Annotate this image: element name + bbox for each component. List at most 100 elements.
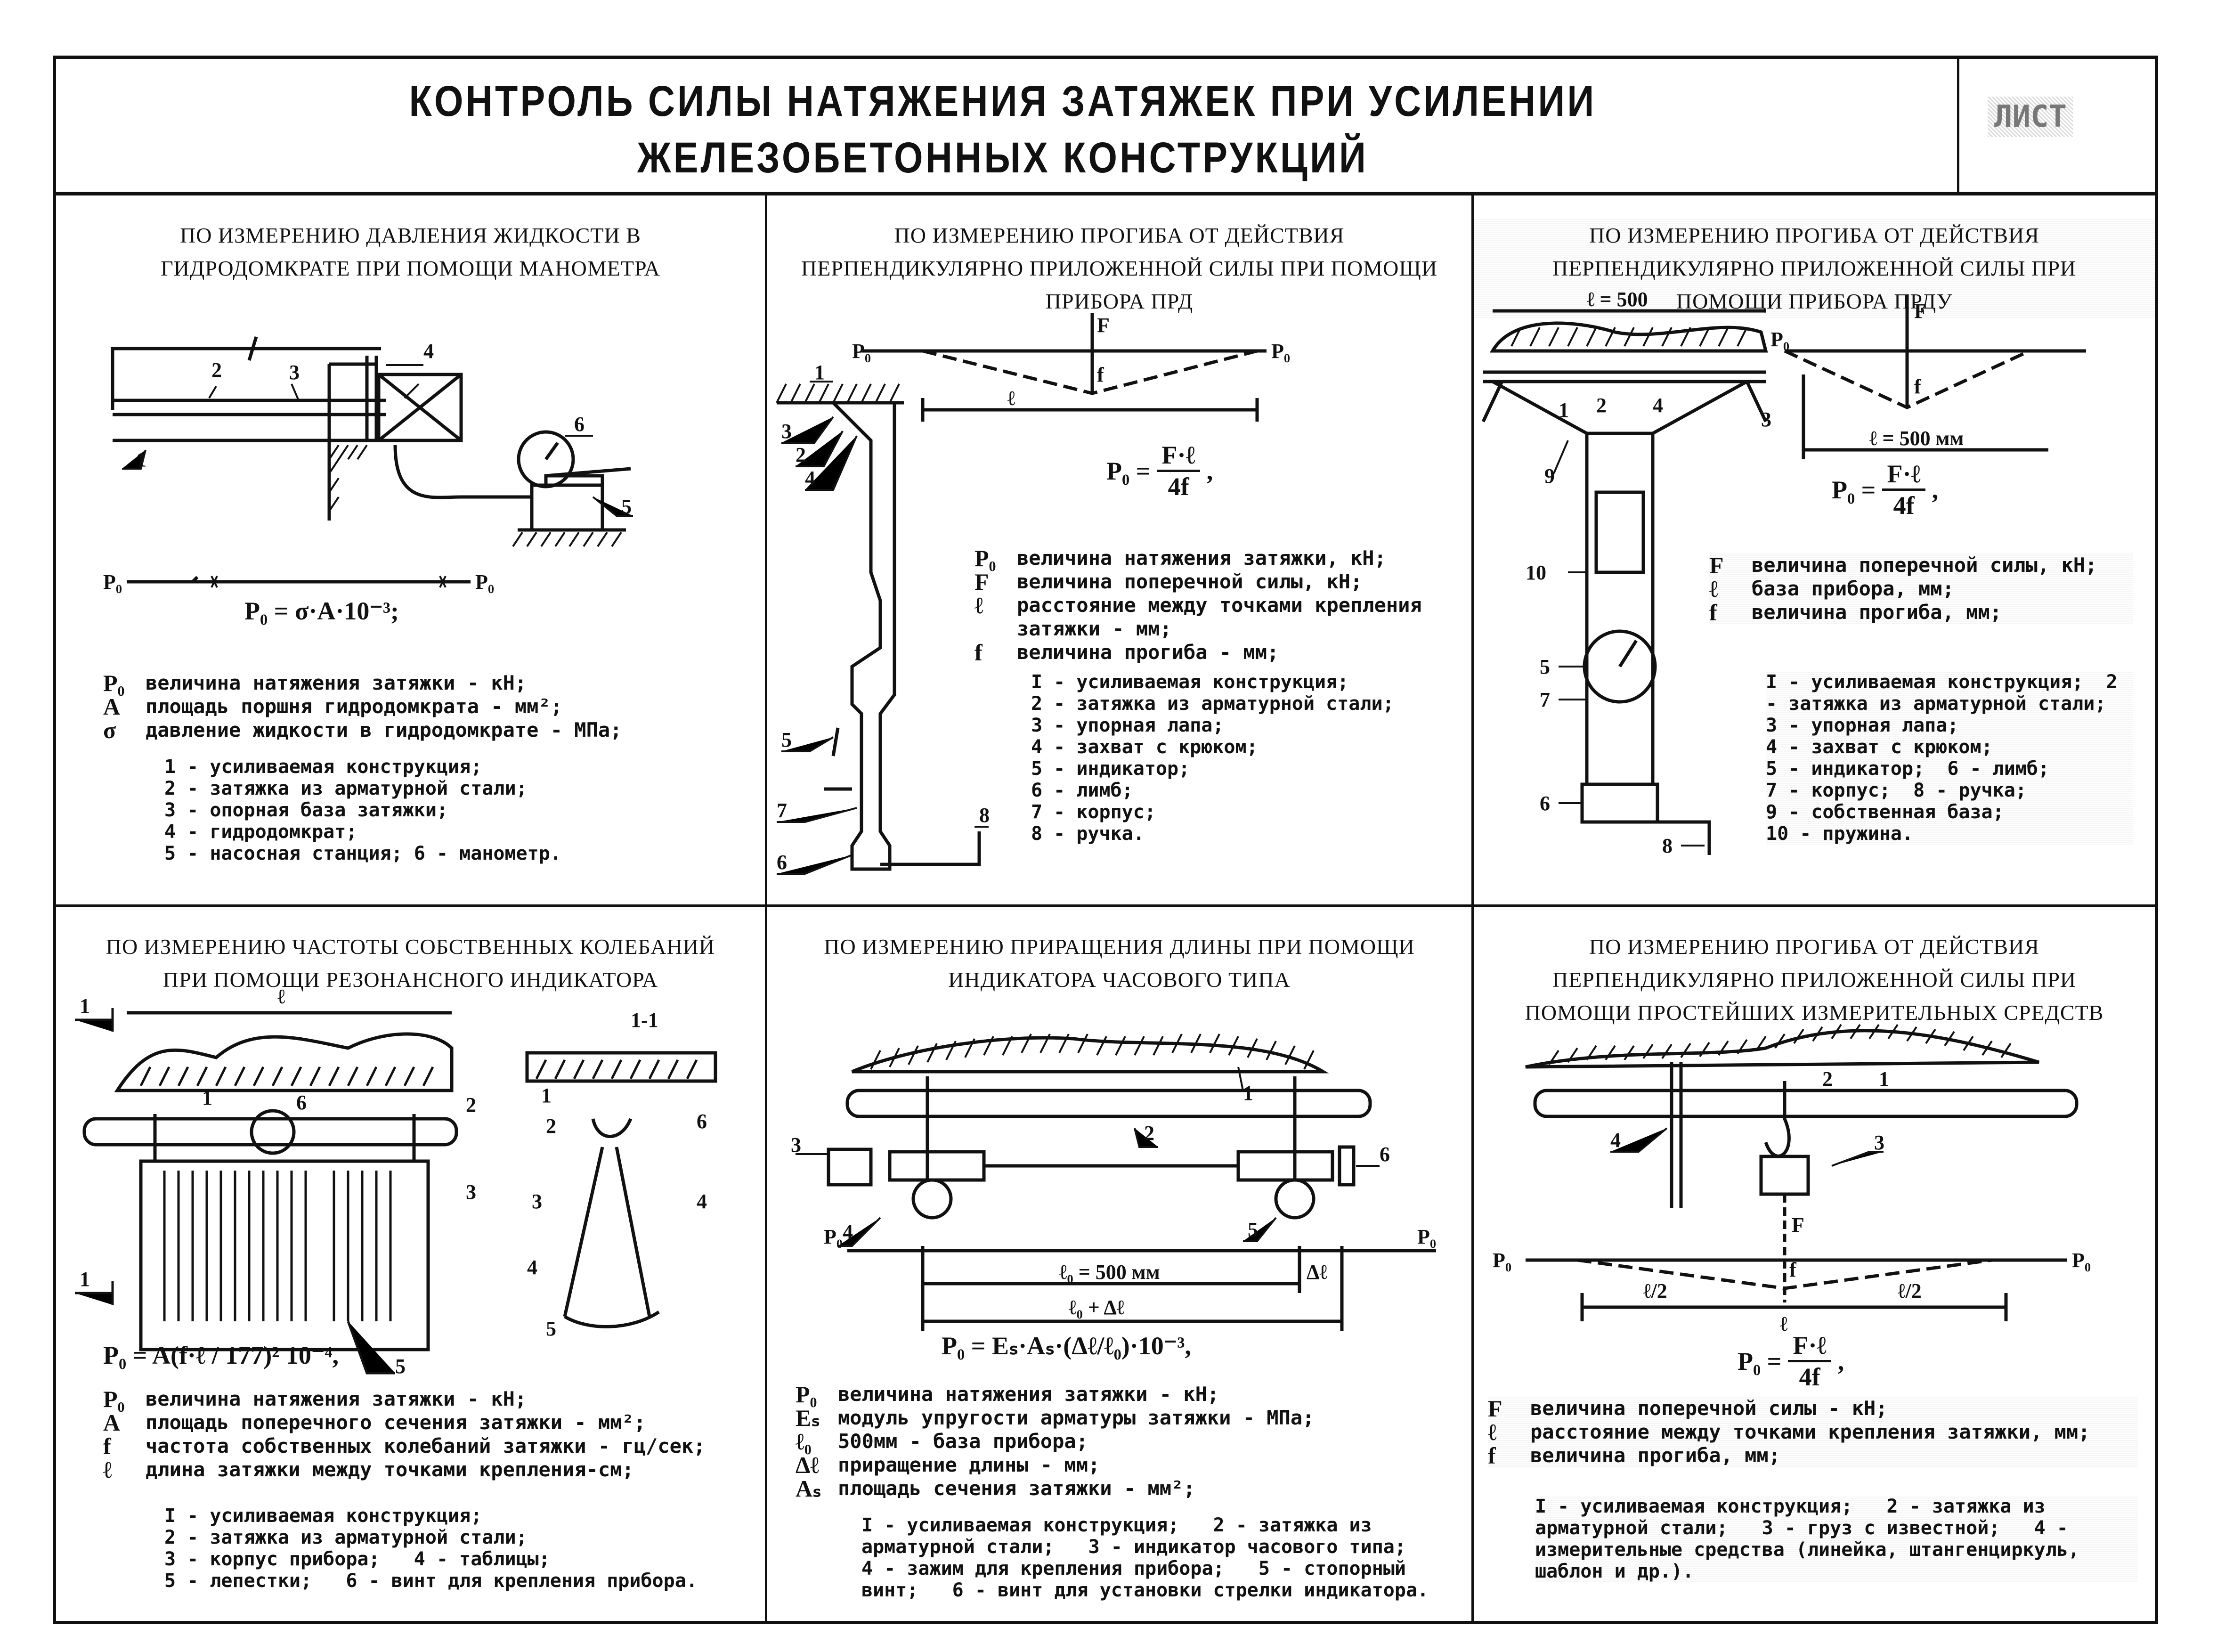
force-left-label: P₀ xyxy=(103,570,122,594)
gauge-needle xyxy=(544,441,559,461)
label-6-section: 6 xyxy=(697,1110,707,1133)
label-6: 6 xyxy=(574,413,585,436)
adjust-screw xyxy=(1338,1145,1356,1187)
structure-hatch xyxy=(870,1034,1315,1070)
label-6: 6 xyxy=(296,1091,307,1114)
hydraulic-jack-diagram: 1 2 3 4 5 6 P₀ P₀ xyxy=(103,336,633,594)
tie-rod xyxy=(845,1089,1372,1118)
formula: P₀ = Eₛ·Aₛ·(Δℓ/ℓ₀)·10⁻³, xyxy=(942,1332,1191,1360)
indicator xyxy=(824,727,852,791)
leader-lines xyxy=(796,1066,1380,1247)
label-5: 5 xyxy=(781,728,792,751)
base-label: ℓ = 500 xyxy=(1587,288,1648,311)
clamp-left xyxy=(888,1150,986,1182)
panel-prd-device: По измерению прогиба от действия перпенд… xyxy=(767,195,1474,907)
structure-section xyxy=(1525,1029,2040,1069)
label-6: 6 xyxy=(777,851,787,874)
formula-tail: , xyxy=(1932,475,1939,504)
label-3: 3 xyxy=(289,361,300,384)
label-4: 4 xyxy=(1610,1129,1621,1152)
part-item: 3 - корпус прибора; 4 - таблицы; xyxy=(164,1548,550,1570)
instrument-body xyxy=(1585,433,1655,786)
label-8: 8 xyxy=(1662,834,1673,857)
jack-box xyxy=(377,373,463,442)
structure-section xyxy=(1489,321,1768,353)
label-2: 2 xyxy=(211,358,222,382)
label-1: 1 xyxy=(136,448,146,471)
locking-screw-left xyxy=(911,1178,953,1220)
label-3: 3 xyxy=(1761,408,1771,431)
formula: P₀ = σ·A·10⁻³; xyxy=(244,597,399,625)
support-hatch xyxy=(328,444,368,512)
part-item: 4 - захват с крюком; xyxy=(1031,736,1258,758)
spring xyxy=(1594,490,1645,574)
label-1: 1 xyxy=(202,1086,212,1109)
force-F-label: F xyxy=(1914,300,1927,323)
part-item: 5 - индикатор; xyxy=(1031,758,1190,780)
reed-petals xyxy=(163,1171,392,1321)
drawing-sheet: КОНТРОЛЬ СИЛЫ НАТЯЖЕНИЯ ЗАТЯЖЕК ПРИ УСИЛ… xyxy=(53,56,2158,1624)
panel-resonance-indicator: По измерению частоты собственных колебан… xyxy=(56,907,767,1621)
hose xyxy=(393,445,532,499)
section-instrument xyxy=(563,1118,660,1328)
structure-hatch xyxy=(1510,327,1748,347)
formula-tail: , xyxy=(1837,1347,1844,1375)
formula-denominator: 4f xyxy=(1799,1363,1820,1391)
pump-handle xyxy=(544,467,631,485)
clamp-right xyxy=(1236,1150,1334,1182)
force-right-label: P₀ xyxy=(1417,1225,1436,1248)
label-3: 3 xyxy=(791,1133,801,1156)
structure-hatch xyxy=(1548,1024,2012,1066)
panel-title: По измерению давления жидкости в гидродо… xyxy=(161,223,660,280)
title-line-1: КОНТРОЛЬ СИЛЫ НАТЯЖЕНИЯ ЗАТЯЖЕК ПРИ УСИЛ… xyxy=(409,77,1597,125)
page-title: КОНТРОЛЬ СИЛЫ НАТЯЖЕНИЯ ЗАТЯЖЕК ПРИ УСИЛ… xyxy=(188,73,1817,186)
total-length-label: ℓ₀ + Δℓ xyxy=(1069,1296,1125,1319)
force-left-label: P₀ xyxy=(824,1225,843,1248)
weight xyxy=(1759,1155,1810,1196)
section-marks xyxy=(75,1008,395,1375)
label-1: 1 xyxy=(1879,1067,1889,1090)
part-item: 2 - затяжка из арматурной стали; xyxy=(1031,693,1394,715)
label-2: 2 xyxy=(1596,394,1607,417)
simple-tools-diagram: 2 1 4 3 F f P₀ P₀ ℓ/2 ℓ/2 ℓ xyxy=(1493,1024,2091,1335)
parts-list: I - усиливаемая конструкция; 2 - затяжка… xyxy=(1766,671,2133,845)
label-3: 3 xyxy=(1874,1131,1884,1154)
part-item: 2 - затяжка из арматурной стали; xyxy=(164,778,528,799)
force-F-label: F xyxy=(1097,314,1110,337)
panel-title: По измерению прогиба от действия перпенд… xyxy=(1525,935,2104,1025)
label-5: 5 xyxy=(621,495,632,518)
span-dimension xyxy=(1580,1293,2008,1321)
formula-denominator: 4f xyxy=(1893,491,1915,520)
span-dimension xyxy=(921,398,1259,422)
length-l-label: ℓ xyxy=(277,985,285,1008)
dial-needle xyxy=(1618,640,1638,667)
label-4: 4 xyxy=(843,1221,853,1244)
force-label: P₀ xyxy=(1770,328,1789,351)
parts-list: I - усиливаемая конструкция; 2 - затяжка… xyxy=(1535,1496,2138,1582)
limb xyxy=(1580,782,1659,824)
label-2-section: 2 xyxy=(546,1115,556,1138)
label-1: 1 xyxy=(1559,399,1569,422)
prd-diagram: P₀ P₀ F f ℓ 1 3 2 4 5 7 6 8 xyxy=(776,313,1290,875)
part-item: 3 - опорная база затяжки; xyxy=(164,799,448,821)
label-4-section-b: 4 xyxy=(527,1256,537,1279)
formula: P₀ = A(f·ℓ / 177)² 10⁻⁴, xyxy=(103,1341,339,1369)
instrument-frame xyxy=(1481,380,1768,435)
part-item: 6 - лимб; xyxy=(1031,780,1133,801)
clamp-screw xyxy=(250,1109,296,1155)
label-2: 2 xyxy=(1144,1122,1154,1145)
span-l-label: ℓ xyxy=(1007,387,1015,410)
panel-title: По измерению прогиба от действия перпенд… xyxy=(801,223,1437,313)
formula-fraction: F·ℓ 4f xyxy=(1157,440,1200,501)
formula-tail: , xyxy=(1206,456,1213,485)
label-9: 9 xyxy=(1544,464,1555,488)
